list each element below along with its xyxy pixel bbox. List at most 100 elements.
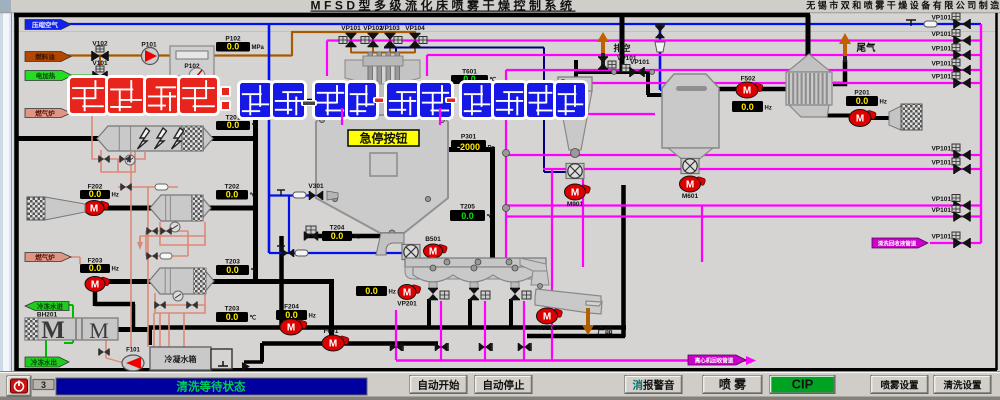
svg-text:VP101: VP101: [931, 234, 951, 241]
svg-text:Pa: Pa: [488, 146, 496, 152]
svg-text:M901: M901: [567, 201, 584, 208]
svg-text:Hz: Hz: [112, 193, 119, 199]
svg-text:0.0: 0.0: [461, 211, 474, 221]
svg-text:清洗设置: 清洗设置: [943, 380, 982, 392]
svg-text:M: M: [743, 86, 751, 97]
svg-text:F203: F203: [88, 258, 103, 265]
svg-text:V102: V102: [92, 41, 108, 48]
svg-text:VP101: VP101: [630, 59, 650, 66]
svg-text:M: M: [686, 180, 694, 191]
svg-text:F601: F601: [324, 328, 339, 335]
svg-text:M: M: [429, 247, 437, 258]
svg-text:0.0: 0.0: [285, 310, 298, 320]
svg-text:M: M: [89, 318, 109, 343]
svg-text:M601: M601: [682, 193, 699, 200]
svg-text:清洗回收液管道: 清洗回收液管道: [878, 240, 917, 248]
svg-text:℃: ℃: [251, 268, 258, 275]
svg-text:排空: 排空: [613, 43, 631, 53]
svg-text:VP103: VP103: [380, 25, 400, 32]
svg-text:消报警音: 消报警音: [633, 379, 675, 392]
svg-text:尾气: 尾气: [855, 42, 876, 54]
svg-text:冷冻水进: 冷冻水进: [37, 302, 64, 311]
svg-text:产品: 产品: [598, 325, 613, 335]
svg-text:VP101: VP101: [931, 74, 951, 81]
svg-text:T203: T203: [225, 259, 240, 266]
svg-text:0.0: 0.0: [331, 231, 344, 241]
svg-text:V101: V101: [92, 60, 108, 67]
svg-text:VP101: VP101: [931, 146, 951, 153]
svg-text:Hz: Hz: [309, 314, 316, 320]
svg-text:P301: P301: [461, 134, 477, 141]
svg-text:MFSD型多级流化床喷雾干燥控制系统: MFSD型多级流化床喷雾干燥控制系统: [311, 0, 576, 13]
svg-text:VP101: VP101: [931, 46, 951, 53]
svg-text:电加热: 电加热: [36, 71, 56, 80]
svg-text:F204: F204: [284, 304, 299, 311]
svg-text:0.0: 0.0: [227, 120, 240, 130]
svg-text:Hz: Hz: [880, 100, 887, 106]
svg-text:M: M: [856, 114, 864, 125]
svg-text:VP201: VP201: [397, 301, 417, 308]
svg-text:离心机回收管道: 离心机回收管道: [695, 357, 734, 365]
svg-text:无锡市双和喷雾干燥设备有限公司制造: 无锡市双和喷雾干燥设备有限公司制造: [805, 0, 1000, 11]
svg-text:MPa: MPa: [252, 45, 265, 51]
svg-text:0.0: 0.0: [741, 102, 754, 112]
svg-text:T601: T601: [462, 69, 477, 76]
svg-text:VP101: VP101: [931, 15, 951, 22]
svg-text:T201: T201: [226, 115, 241, 122]
svg-text:℃: ℃: [250, 192, 257, 199]
svg-text:P102: P102: [225, 36, 241, 43]
svg-text:0.0: 0.0: [226, 190, 239, 200]
svg-text:P102: P102: [184, 63, 200, 70]
svg-text:VP104: VP104: [405, 25, 425, 32]
svg-text:VS201: VS201: [537, 325, 557, 332]
svg-text:燃气炉: 燃气炉: [35, 109, 55, 118]
svg-text:CIP: CIP: [792, 377, 814, 392]
svg-text:F202: F202: [88, 184, 103, 191]
svg-text:T202: T202: [225, 184, 240, 191]
svg-text:压缩空气: 压缩空气: [32, 20, 59, 29]
svg-text:燃料油: 燃料油: [35, 52, 55, 61]
svg-text:VP101: VP101: [931, 31, 951, 38]
svg-text:冷冻水出: 冷冻水出: [31, 358, 57, 367]
svg-text:VP101: VP101: [931, 160, 951, 167]
svg-text:0.0: 0.0: [226, 265, 239, 275]
svg-text:0.0: 0.0: [227, 42, 240, 52]
svg-text:0.0: 0.0: [89, 189, 102, 199]
svg-text:冷凝水箱: 冷凝水箱: [165, 354, 197, 364]
svg-text:M: M: [90, 204, 98, 215]
svg-text:P101: P101: [141, 42, 157, 49]
svg-text:M: M: [571, 188, 579, 199]
svg-text:自动开始: 自动开始: [418, 379, 460, 392]
svg-text:T204: T204: [330, 225, 345, 232]
svg-text:T205: T205: [460, 204, 475, 211]
svg-text:VP102: VP102: [363, 25, 383, 32]
svg-text:Hz: Hz: [112, 267, 119, 273]
svg-text:3: 3: [41, 380, 46, 390]
svg-text:℃: ℃: [354, 234, 361, 241]
svg-text:M: M: [543, 312, 551, 323]
svg-text:-2000: -2000: [457, 142, 480, 152]
svg-text:F502: F502: [741, 76, 756, 83]
svg-text:Hz: Hz: [765, 106, 772, 112]
svg-text:VP101: VP101: [341, 25, 361, 32]
svg-text:M: M: [41, 317, 65, 344]
svg-text:VP101: VP101: [931, 207, 951, 214]
svg-text:0.0: 0.0: [365, 286, 378, 296]
svg-text:急停按钮: 急停按钮: [359, 131, 407, 146]
svg-text:℃: ℃: [250, 315, 257, 322]
svg-text:BH201: BH201: [37, 312, 58, 319]
svg-text:0.0: 0.0: [463, 74, 476, 84]
svg-text:VP101: VP101: [931, 196, 951, 203]
svg-text:M: M: [329, 339, 337, 350]
svg-text:VP101: VP101: [617, 55, 637, 62]
svg-text:B501: B501: [425, 236, 441, 243]
svg-text:自动停止: 自动停止: [483, 379, 525, 392]
svg-text:V301: V301: [308, 183, 324, 190]
svg-text:℃: ℃: [487, 214, 494, 221]
svg-text:清洗等待状态: 清洗等待状态: [177, 380, 246, 394]
svg-text:VP101: VP101: [931, 61, 951, 68]
svg-text:Hz: Hz: [389, 290, 396, 296]
svg-text:喷 雾: 喷 雾: [719, 377, 747, 392]
svg-text:℃: ℃: [490, 77, 497, 84]
svg-text:℃: ℃: [252, 123, 259, 130]
